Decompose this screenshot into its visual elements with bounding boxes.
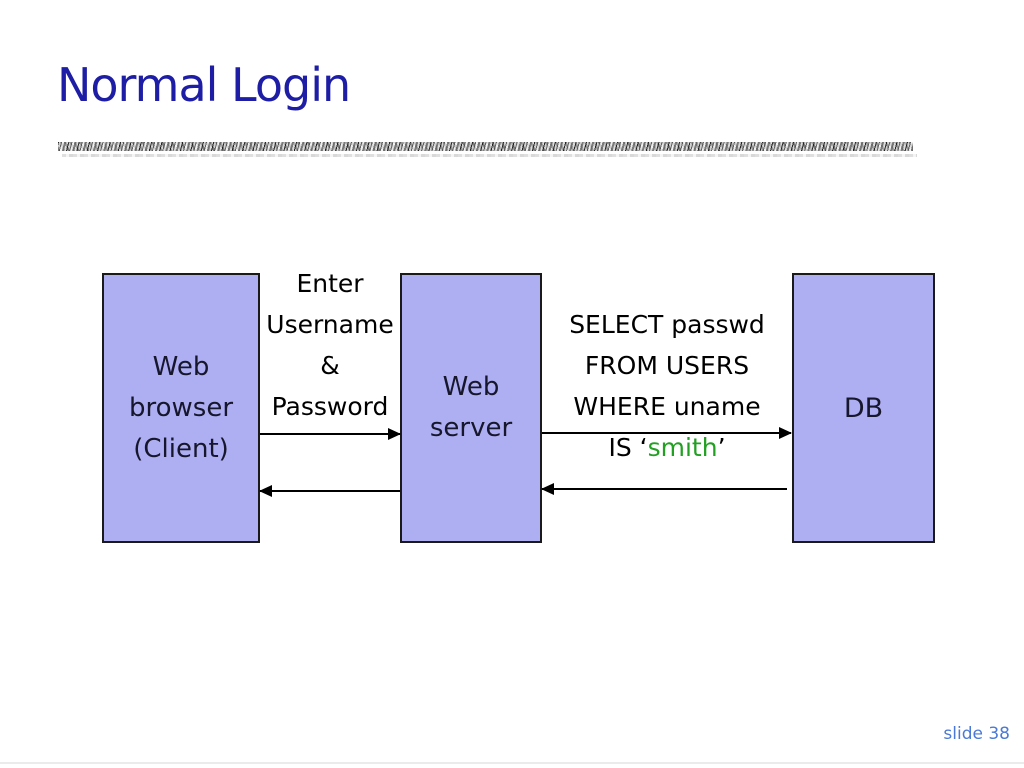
web-server-box: Web server (400, 273, 542, 543)
arrow-db-to-server (541, 483, 787, 495)
web-browser-box: Web browser (Client) (102, 273, 260, 543)
arrowhead-left-icon (541, 483, 554, 495)
arrowhead-right-icon (779, 427, 792, 439)
db-box: DB (792, 273, 935, 543)
sql-query-lines: SELECT passwd FROM USERS WHERE uname (569, 310, 765, 421)
arrowhead-right-icon (388, 428, 401, 440)
arrow-server-to-db (542, 427, 792, 439)
sql-username-value: smith (647, 433, 718, 462)
arrow-client-to-server (260, 428, 401, 440)
sql-query-label: SELECT passwd FROM USERS WHERE uname IS … (547, 263, 787, 509)
bottom-rule (0, 762, 1024, 764)
title-divider (58, 142, 917, 157)
credentials-label: Enter Username & Password (266, 269, 394, 421)
slide-number: slide 38 (943, 724, 1010, 744)
arrowhead-left-icon (259, 485, 272, 497)
sql-query-last-line: IS ‘smith’ (547, 427, 787, 468)
slide-title: Normal Login (57, 58, 351, 112)
arrow-server-to-client (259, 485, 400, 497)
sql-is-prefix: IS ‘ (608, 433, 648, 462)
sql-quote-suffix: ’ (717, 433, 726, 462)
